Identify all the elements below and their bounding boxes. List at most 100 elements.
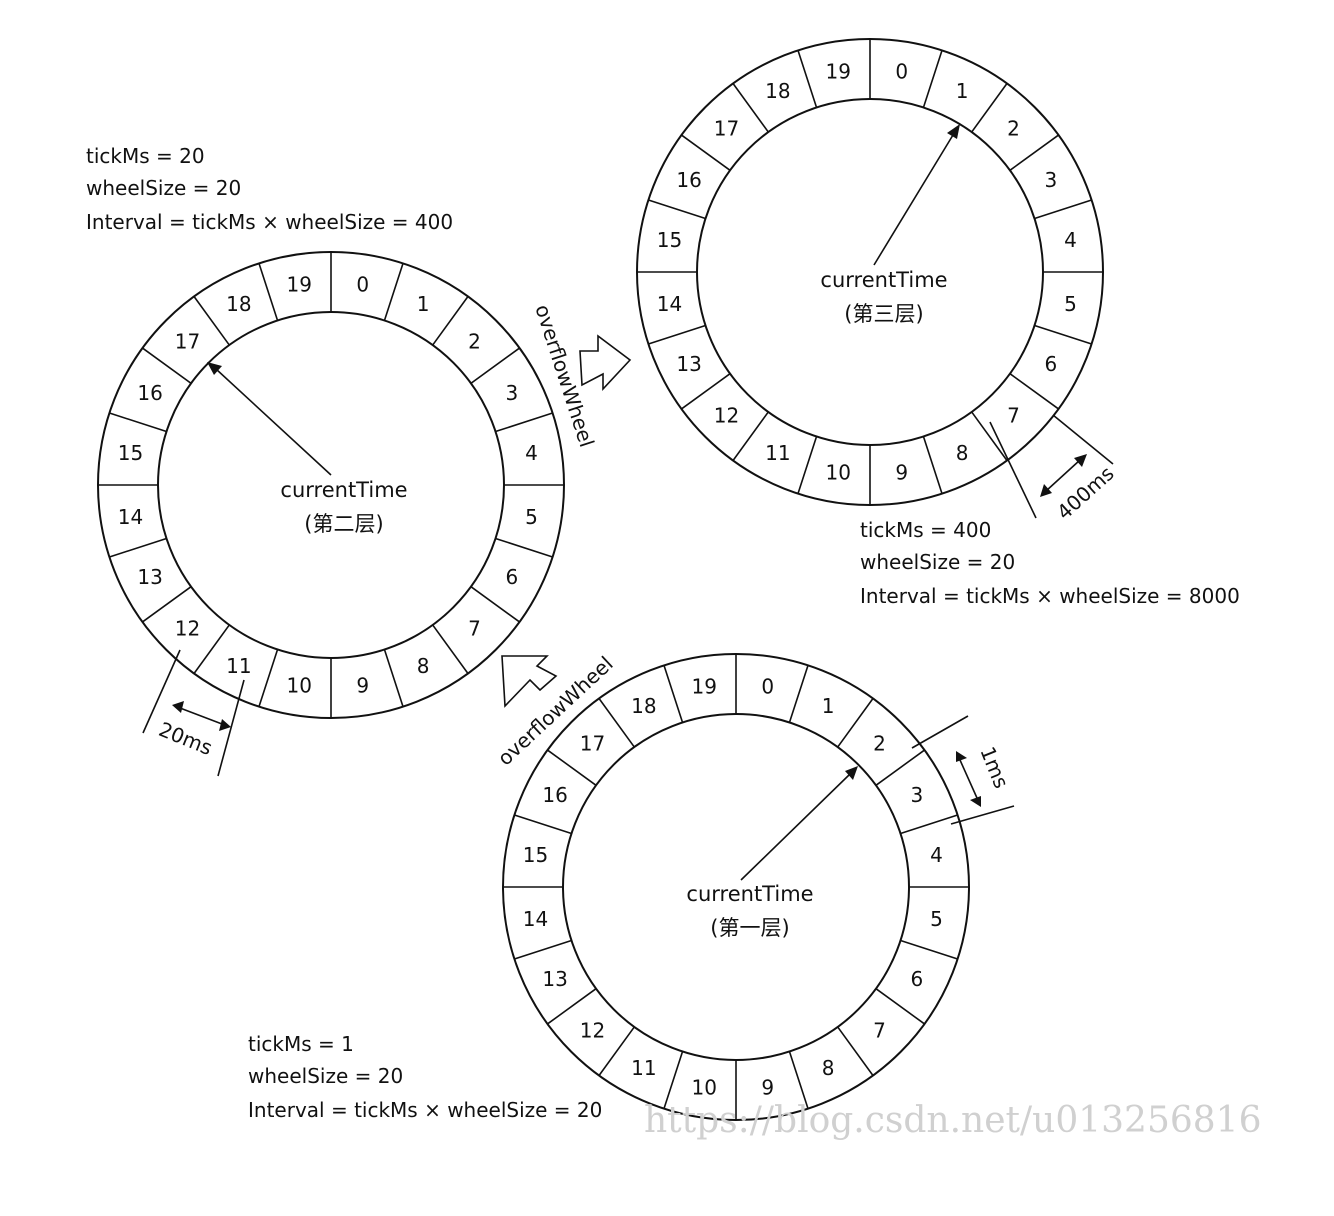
slot-label: 5 [525, 505, 538, 529]
span-arrowhead [172, 701, 184, 713]
slot-divider [514, 939, 572, 960]
slot-divider [648, 324, 706, 345]
slot-label: 16 [542, 783, 567, 807]
slot-divider [971, 411, 1008, 461]
slot-label: 17 [175, 329, 200, 353]
slot-label: 1 [417, 292, 430, 316]
pointer-arrowhead [845, 766, 858, 780]
span-arrowhead [1074, 454, 1087, 467]
slot-divider [109, 412, 167, 433]
slot-label: 7 [873, 1019, 886, 1043]
slot-divider [681, 373, 731, 410]
center-label: currentTime [280, 478, 407, 502]
slot-label: 4 [525, 441, 538, 465]
slot-label: 9 [761, 1076, 774, 1100]
slot-label: 6 [911, 967, 924, 991]
slot-label: 17 [714, 116, 739, 140]
slot-label: 10 [287, 674, 312, 698]
slot-divider [837, 698, 874, 748]
span-extension-line [989, 421, 1037, 519]
slot-label: 0 [761, 674, 774, 698]
slot-label: 12 [580, 1019, 605, 1043]
interval-text: Interval = tickMs × wheelSize = 20 [248, 1098, 602, 1122]
slot-label: 16 [137, 381, 162, 405]
interval-text: Interval = tickMs × wheelSize = 400 [86, 210, 453, 234]
span-arrowhead [956, 751, 967, 762]
slot-divider [514, 814, 572, 835]
slot-label: 19 [287, 272, 312, 296]
slot-divider [383, 263, 404, 321]
slot-label: 8 [956, 441, 969, 465]
slot-divider [837, 1026, 874, 1076]
slot-divider [1034, 199, 1092, 220]
slot-label: 8 [417, 654, 430, 678]
pointer-arrowhead [207, 362, 222, 375]
span-arrowhead [1040, 484, 1052, 497]
slot-label: 13 [542, 967, 567, 991]
slot-divider [258, 263, 279, 321]
span-extension-line [1052, 414, 1114, 465]
slot-label: 14 [657, 292, 682, 316]
slot-label: 2 [873, 731, 886, 755]
slot-divider [681, 134, 731, 171]
slot-label: 4 [930, 843, 943, 867]
slot-label: 1 [956, 79, 969, 103]
wheelsize-text: wheelSize = 20 [860, 550, 1015, 574]
slot-divider [900, 939, 958, 960]
pointer-arrowhead [947, 124, 960, 139]
slot-label: 7 [1007, 404, 1020, 428]
layer-label: (第三层) [844, 302, 923, 326]
slot-divider [1009, 373, 1059, 410]
slot-label: 15 [523, 843, 548, 867]
current-time-pointer [740, 774, 850, 881]
span-label: 400ms [1052, 461, 1119, 524]
slot-label: 2 [468, 329, 481, 353]
span-arrowhead [219, 719, 231, 731]
slot-divider [547, 988, 597, 1025]
slot-label: 12 [175, 617, 200, 641]
slot-divider [383, 649, 404, 707]
slot-divider [1034, 324, 1092, 345]
slot-label: 8 [822, 1056, 835, 1080]
slot-divider [875, 749, 925, 786]
slot-divider [258, 649, 279, 707]
slot-divider [193, 624, 230, 674]
span-arrow [179, 707, 223, 725]
hollow-arrow-icon [501, 655, 558, 708]
slot-label: 14 [118, 505, 143, 529]
slot-divider [900, 814, 958, 835]
slot-label: 3 [911, 783, 924, 807]
center-label: currentTime [686, 882, 813, 906]
info-layer1: tickMs = 1 wheelSize = 20 Interval = tic… [248, 1032, 602, 1122]
span-extension-line [911, 715, 969, 749]
slot-label: 18 [631, 694, 656, 718]
slot-label: 14 [523, 907, 548, 931]
slot-divider [788, 1051, 809, 1109]
span-arrow [1045, 459, 1081, 492]
span-extension-line [950, 805, 1015, 825]
slot-label: 2 [1007, 116, 1020, 140]
wheelsize-text: wheelSize = 20 [86, 176, 241, 200]
slot-label: 5 [1064, 292, 1077, 316]
slot-divider [797, 436, 818, 494]
watermark-text: https://blog.csdn.net/u013256816 [644, 1100, 1261, 1141]
slot-label: 13 [676, 352, 701, 376]
info-layer2: tickMs = 20 wheelSize = 20 Interval = ti… [86, 144, 453, 234]
slot-label: 15 [118, 441, 143, 465]
slot-label: 6 [1045, 352, 1058, 376]
slot-label: 19 [692, 674, 717, 698]
slot-label: 18 [226, 292, 251, 316]
layer-label: (第二层) [304, 512, 383, 536]
span-label: 20ms [155, 717, 215, 760]
slot-divider [648, 199, 706, 220]
slot-label: 0 [895, 59, 908, 83]
wheelsize-text: wheelSize = 20 [248, 1064, 403, 1088]
slot-divider [495, 537, 553, 558]
slot-divider [663, 665, 684, 723]
slot-label: 4 [1064, 228, 1077, 252]
slot-dividers [503, 654, 969, 1120]
slot-label: 5 [930, 907, 943, 931]
